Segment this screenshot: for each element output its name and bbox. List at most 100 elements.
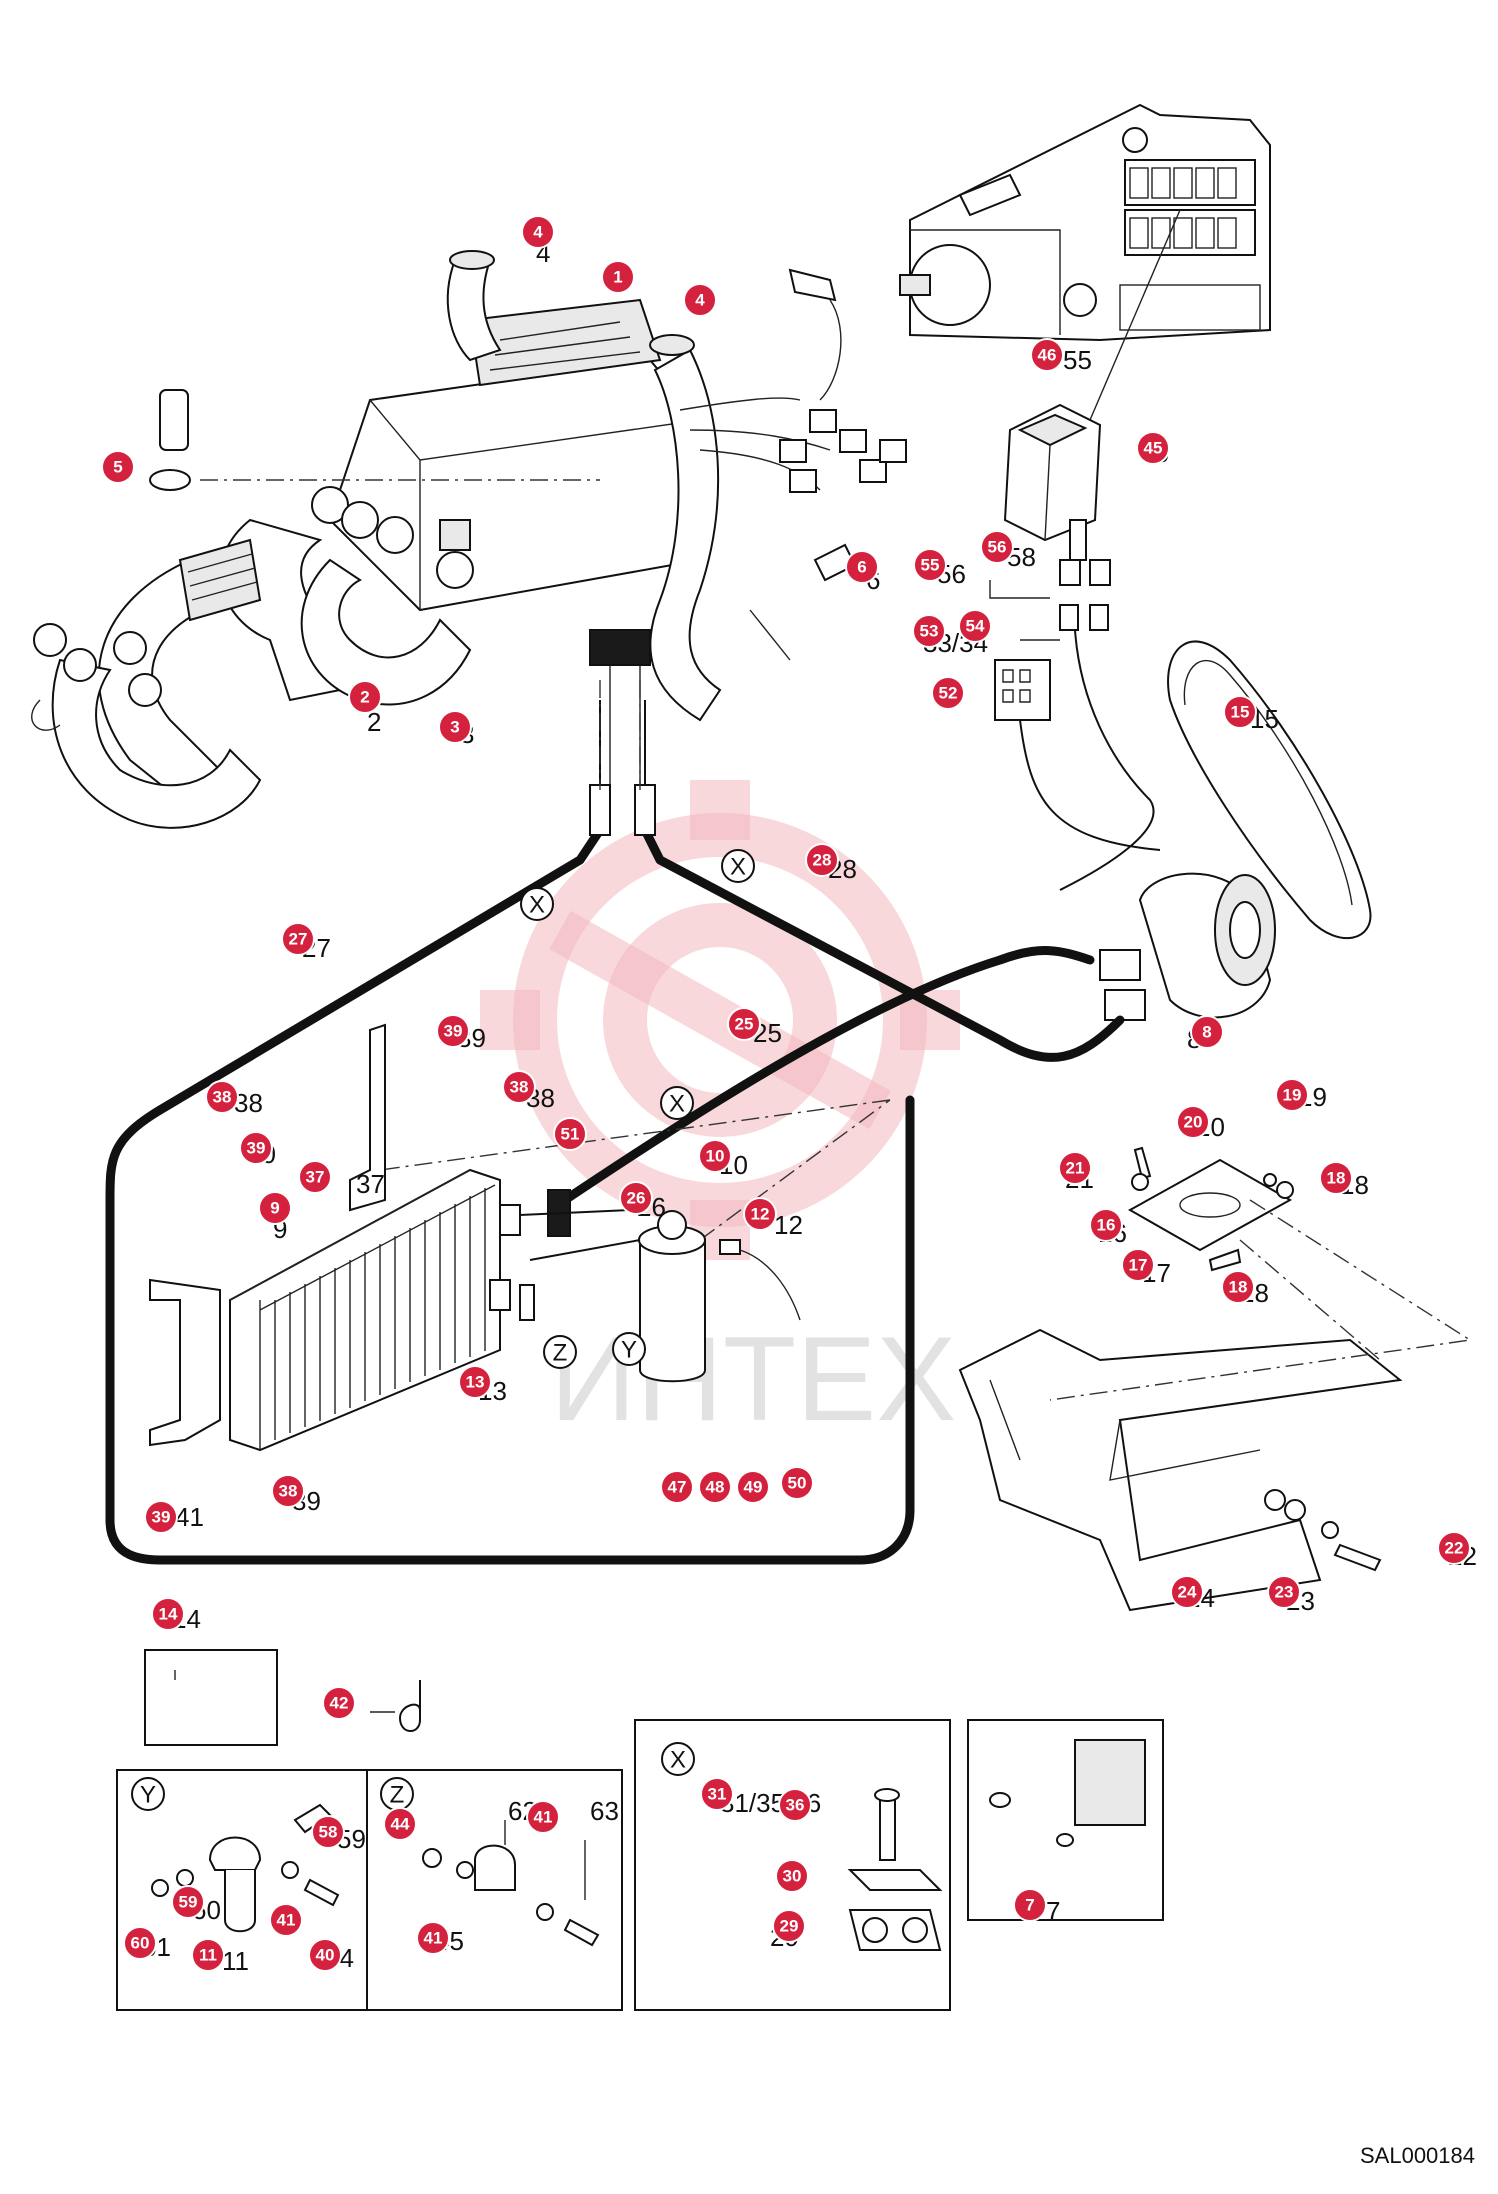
svg-text:23: 23	[1275, 1583, 1294, 1602]
svg-text:11: 11	[199, 1946, 217, 1965]
callout-marker-21[interactable]: 21	[1058, 1151, 1092, 1185]
svg-text:2: 2	[360, 688, 369, 707]
callout-marker-4[interactable]: 4	[521, 215, 555, 249]
callout-marker-38[interactable]: 38	[502, 1070, 536, 1104]
callout-marker-52[interactable]: 52	[931, 676, 965, 710]
callout-marker-23[interactable]: 23	[1267, 1575, 1301, 1609]
callout-marker-15[interactable]: 15	[1223, 695, 1257, 729]
callout-marker-16[interactable]: 16	[1089, 1208, 1123, 1242]
svg-text:39: 39	[152, 1508, 171, 1527]
svg-text:X: X	[529, 892, 545, 919]
callout-marker-11[interactable]: 11	[191, 1938, 225, 1972]
callout-marker-42[interactable]: 42	[322, 1686, 356, 1720]
svg-text:16: 16	[1097, 1216, 1116, 1235]
view-marker-x: X	[661, 1742, 695, 1776]
kit-7-parts	[989, 1739, 1146, 1847]
svg-text:6: 6	[857, 558, 866, 577]
callout-marker-49[interactable]: 49	[736, 1470, 770, 1504]
callout-marker-39[interactable]: 39	[144, 1500, 178, 1534]
callout-marker-2[interactable]: 2	[348, 680, 382, 714]
svg-text:39: 39	[247, 1139, 266, 1158]
callout-marker-38[interactable]: 38	[205, 1080, 239, 1114]
callout-marker-12[interactable]: 12	[743, 1197, 777, 1231]
callout-marker-19[interactable]: 19	[1275, 1078, 1309, 1112]
callout-marker-37[interactable]: 37	[298, 1160, 332, 1194]
callout-marker-8[interactable]: 8	[1190, 1015, 1224, 1049]
svg-text:44: 44	[391, 1815, 410, 1834]
callout-marker-18[interactable]: 18	[1221, 1270, 1255, 1304]
callout-marker-59[interactable]: 59	[171, 1885, 205, 1919]
callout-marker-50[interactable]: 50	[780, 1466, 814, 1500]
callout-marker-20[interactable]: 20	[1176, 1105, 1210, 1139]
condenser-drawing	[149, 1023, 521, 1452]
callout-marker-41[interactable]: 41	[526, 1800, 560, 1834]
callout-marker-38[interactable]: 38	[271, 1474, 305, 1508]
svg-text:31: 31	[708, 1785, 727, 1804]
svg-text:22: 22	[1445, 1539, 1464, 1558]
callout-marker-13[interactable]: 13	[458, 1365, 492, 1399]
svg-text:X: X	[669, 1091, 685, 1118]
part-number-label: 12	[774, 1210, 803, 1240]
callout-marker-56[interactable]: 56	[980, 530, 1014, 564]
callout-marker-17[interactable]: 17	[1121, 1248, 1155, 1282]
callout-marker-53[interactable]: 53	[912, 614, 946, 648]
svg-text:3: 3	[450, 718, 459, 737]
callout-marker-25[interactable]: 25	[727, 1007, 761, 1041]
callout-marker-30[interactable]: 30	[775, 1859, 809, 1893]
svg-text:55: 55	[921, 556, 940, 575]
part-number-label: 63	[590, 1796, 619, 1826]
callout-marker-5[interactable]: 5	[101, 450, 135, 484]
svg-text:51: 51	[561, 1125, 580, 1144]
callout-marker-4[interactable]: 4	[683, 283, 717, 317]
callout-marker-41[interactable]: 41	[416, 1921, 450, 1955]
svg-text:49: 49	[744, 1478, 763, 1497]
refrigerant-hoses	[105, 680, 1125, 1565]
view-marker-y: Y	[612, 1332, 646, 1366]
callout-marker-41[interactable]: 41	[269, 1903, 303, 1937]
callout-marker-22[interactable]: 22	[1437, 1531, 1471, 1565]
watermark-logo	[480, 780, 960, 1260]
callout-marker-48[interactable]: 48	[698, 1470, 732, 1504]
callout-marker-51[interactable]: 51	[553, 1117, 587, 1151]
svg-text:15: 15	[1231, 703, 1250, 722]
callout-marker-14[interactable]: 14	[151, 1597, 185, 1631]
callout-marker-45[interactable]: 45	[1136, 431, 1170, 465]
callout-marker-58[interactable]: 58	[311, 1815, 345, 1849]
svg-text:4: 4	[533, 223, 543, 242]
callout-marker-46[interactable]: 46	[1030, 338, 1064, 372]
callout-marker-26[interactable]: 26	[619, 1181, 653, 1215]
callout-marker-24[interactable]: 24	[1170, 1575, 1204, 1609]
callout-marker-9[interactable]: 9	[258, 1191, 292, 1225]
callout-marker-6[interactable]: 6	[845, 550, 879, 584]
svg-text:36: 36	[786, 1796, 805, 1815]
detail-view-x-frame	[634, 1719, 951, 2011]
callout-marker-55[interactable]: 55	[913, 548, 947, 582]
label-box-14	[144, 1649, 278, 1746]
callout-marker-40[interactable]: 40	[308, 1938, 342, 1972]
callout-marker-18[interactable]: 18	[1319, 1161, 1353, 1195]
detail-y-parts	[151, 1803, 340, 1933]
callout-marker-7[interactable]: 7	[1013, 1888, 1047, 1922]
callout-marker-44[interactable]: 44	[383, 1807, 417, 1841]
svg-text:41: 41	[534, 1808, 553, 1827]
callout-marker-10[interactable]: 10	[698, 1139, 732, 1173]
callout-marker-3[interactable]: 3	[438, 710, 472, 744]
svg-text:46: 46	[1038, 346, 1057, 365]
view-marker-z: Z	[380, 1777, 414, 1811]
callout-marker-31[interactable]: 31	[700, 1777, 734, 1811]
svg-text:56: 56	[988, 538, 1007, 557]
callout-marker-28[interactable]: 28	[805, 843, 839, 877]
svg-text:45: 45	[1144, 439, 1163, 458]
svg-text:39: 39	[444, 1022, 463, 1041]
callout-marker-1[interactable]: 1	[601, 260, 635, 294]
callout-marker-54[interactable]: 54	[958, 609, 992, 643]
svg-text:X: X	[670, 1747, 686, 1774]
detail-view-z-frame	[366, 1769, 623, 2011]
callout-marker-47[interactable]: 47	[660, 1470, 694, 1504]
callout-marker-27[interactable]: 27	[281, 922, 315, 956]
callout-marker-39[interactable]: 39	[436, 1014, 470, 1048]
callout-marker-29[interactable]: 29	[772, 1909, 806, 1943]
callout-marker-39[interactable]: 39	[239, 1131, 273, 1165]
callout-marker-60[interactable]: 60	[123, 1926, 157, 1960]
callout-marker-36[interactable]: 36	[778, 1788, 812, 1822]
